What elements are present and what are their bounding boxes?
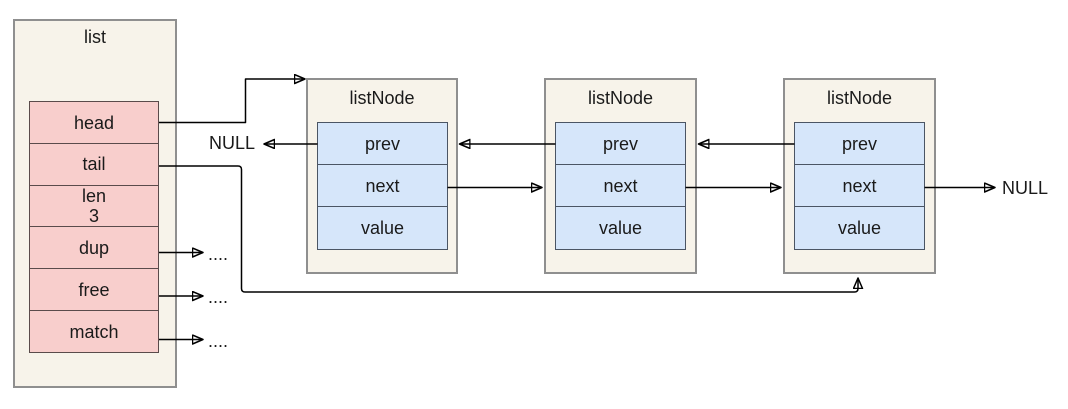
node2-field-prev: prev bbox=[555, 122, 686, 166]
field-label: next bbox=[365, 175, 400, 196]
list-field-dup: dup bbox=[29, 226, 159, 270]
field-label: len bbox=[81, 186, 107, 207]
null-label-head-prev: NULL bbox=[208, 133, 256, 153]
field-label: value bbox=[837, 218, 882, 239]
dots-label-dup: .... bbox=[208, 243, 229, 264]
listnode-title-3: listNode bbox=[826, 88, 893, 108]
list-field-tail: tail bbox=[29, 142, 159, 187]
field-value: 3 bbox=[88, 206, 99, 227]
listnode-title-2: listNode bbox=[587, 88, 654, 108]
list-box-title: list bbox=[84, 27, 106, 47]
field-label: match bbox=[69, 321, 119, 342]
field-label: value bbox=[360, 218, 405, 239]
list-fields: head tail len 3 dup free match bbox=[29, 101, 159, 354]
node2-field-value: value bbox=[555, 206, 686, 250]
listnode-1-fields: prev next value bbox=[317, 122, 448, 250]
field-label: dup bbox=[78, 238, 110, 259]
listnode-2-fields: prev next value bbox=[555, 122, 686, 250]
field-label: next bbox=[842, 175, 877, 196]
field-label: free bbox=[78, 279, 110, 300]
field-label: head bbox=[73, 112, 115, 133]
list-field-head: head bbox=[29, 101, 159, 145]
list-field-len: len 3 bbox=[29, 184, 159, 228]
head-pointer-arrow bbox=[159, 79, 305, 124]
field-label: next bbox=[603, 175, 638, 196]
node1-field-value: value bbox=[317, 206, 448, 250]
listnode-title-1: listNode bbox=[349, 88, 415, 108]
field-label: prev bbox=[841, 133, 877, 154]
listnode-3-fields: prev next value bbox=[794, 122, 925, 250]
dots-label-free: .... bbox=[208, 287, 229, 307]
field-label: tail bbox=[82, 154, 106, 175]
list-field-match: match bbox=[29, 310, 159, 354]
dots-label-match: .... bbox=[208, 330, 229, 351]
tail-pointer-arrow bbox=[159, 165, 858, 293]
field-label: prev bbox=[364, 133, 400, 154]
field-label: prev bbox=[602, 133, 638, 154]
null-label-tail-next: NULL bbox=[1002, 177, 1049, 198]
node3-field-next: next bbox=[794, 164, 925, 208]
node3-field-value: value bbox=[794, 206, 925, 250]
field-label: value bbox=[598, 218, 643, 239]
